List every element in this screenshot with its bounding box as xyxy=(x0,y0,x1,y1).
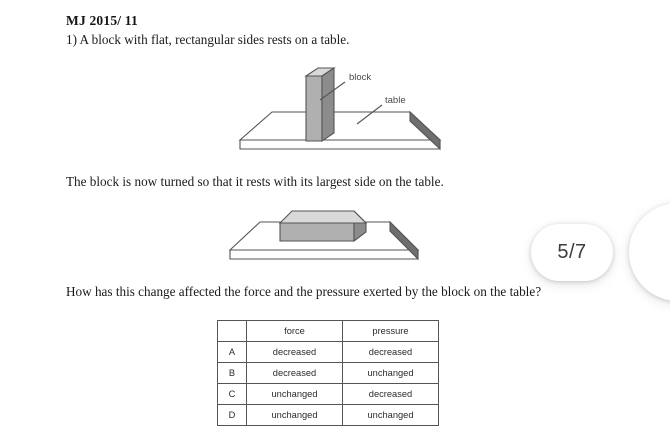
table-row: B decreased unchanged xyxy=(217,362,439,384)
paragraph-block-turned: The block is now turned so that it rests… xyxy=(66,174,444,189)
table-header-row: force pressure xyxy=(217,320,439,342)
leader-line-block xyxy=(319,81,346,101)
table-header-force: force xyxy=(246,320,343,342)
figure-label-block: block xyxy=(349,72,371,83)
table-header-pressure: pressure xyxy=(342,320,439,342)
option-letter-d: D xyxy=(217,404,247,426)
option-c-force: unchanged xyxy=(246,383,343,405)
answer-options-table: force pressure A decreased decreased B d… xyxy=(217,320,439,426)
table-row: D unchanged unchanged xyxy=(217,404,439,426)
answer-table: force pressure A decreased decreased B d… xyxy=(217,320,439,426)
option-a-pressure: decreased xyxy=(342,341,439,363)
table-corner-cell xyxy=(217,320,247,342)
option-d-force: unchanged xyxy=(246,404,343,426)
table-row: C unchanged decreased xyxy=(217,383,439,405)
page-indicator-label: 5/7 xyxy=(557,241,587,263)
figure-block-flat xyxy=(222,203,422,275)
question-stem-text: 1) A block with flat, rectangular sides … xyxy=(66,32,350,47)
page-indicator[interactable]: 5/7 xyxy=(531,224,613,281)
more-options-button[interactable] xyxy=(629,203,670,301)
option-d-pressure: unchanged xyxy=(342,404,439,426)
leader-line-table xyxy=(356,104,383,125)
table-slab-one xyxy=(238,110,442,151)
option-a-force: decreased xyxy=(246,341,343,363)
option-letter-a: A xyxy=(217,341,247,363)
figure-one-svg: block table xyxy=(238,66,442,151)
option-b-pressure: unchanged xyxy=(342,362,439,384)
figure-block-upright: block table xyxy=(232,58,452,168)
option-letter-c: C xyxy=(217,383,247,405)
option-b-force: decreased xyxy=(246,362,343,384)
option-letter-b: B xyxy=(217,362,247,384)
block-upright xyxy=(304,66,336,143)
figure-two-svg xyxy=(228,210,420,261)
figure-label-table: table xyxy=(385,95,406,106)
exam-code-heading: MJ 2015/ 11 xyxy=(66,13,138,28)
block-flat xyxy=(278,210,368,243)
option-c-pressure: decreased xyxy=(342,383,439,405)
paragraph-question: How has this change affected the force a… xyxy=(66,284,542,299)
table-row: A decreased decreased xyxy=(217,341,439,363)
